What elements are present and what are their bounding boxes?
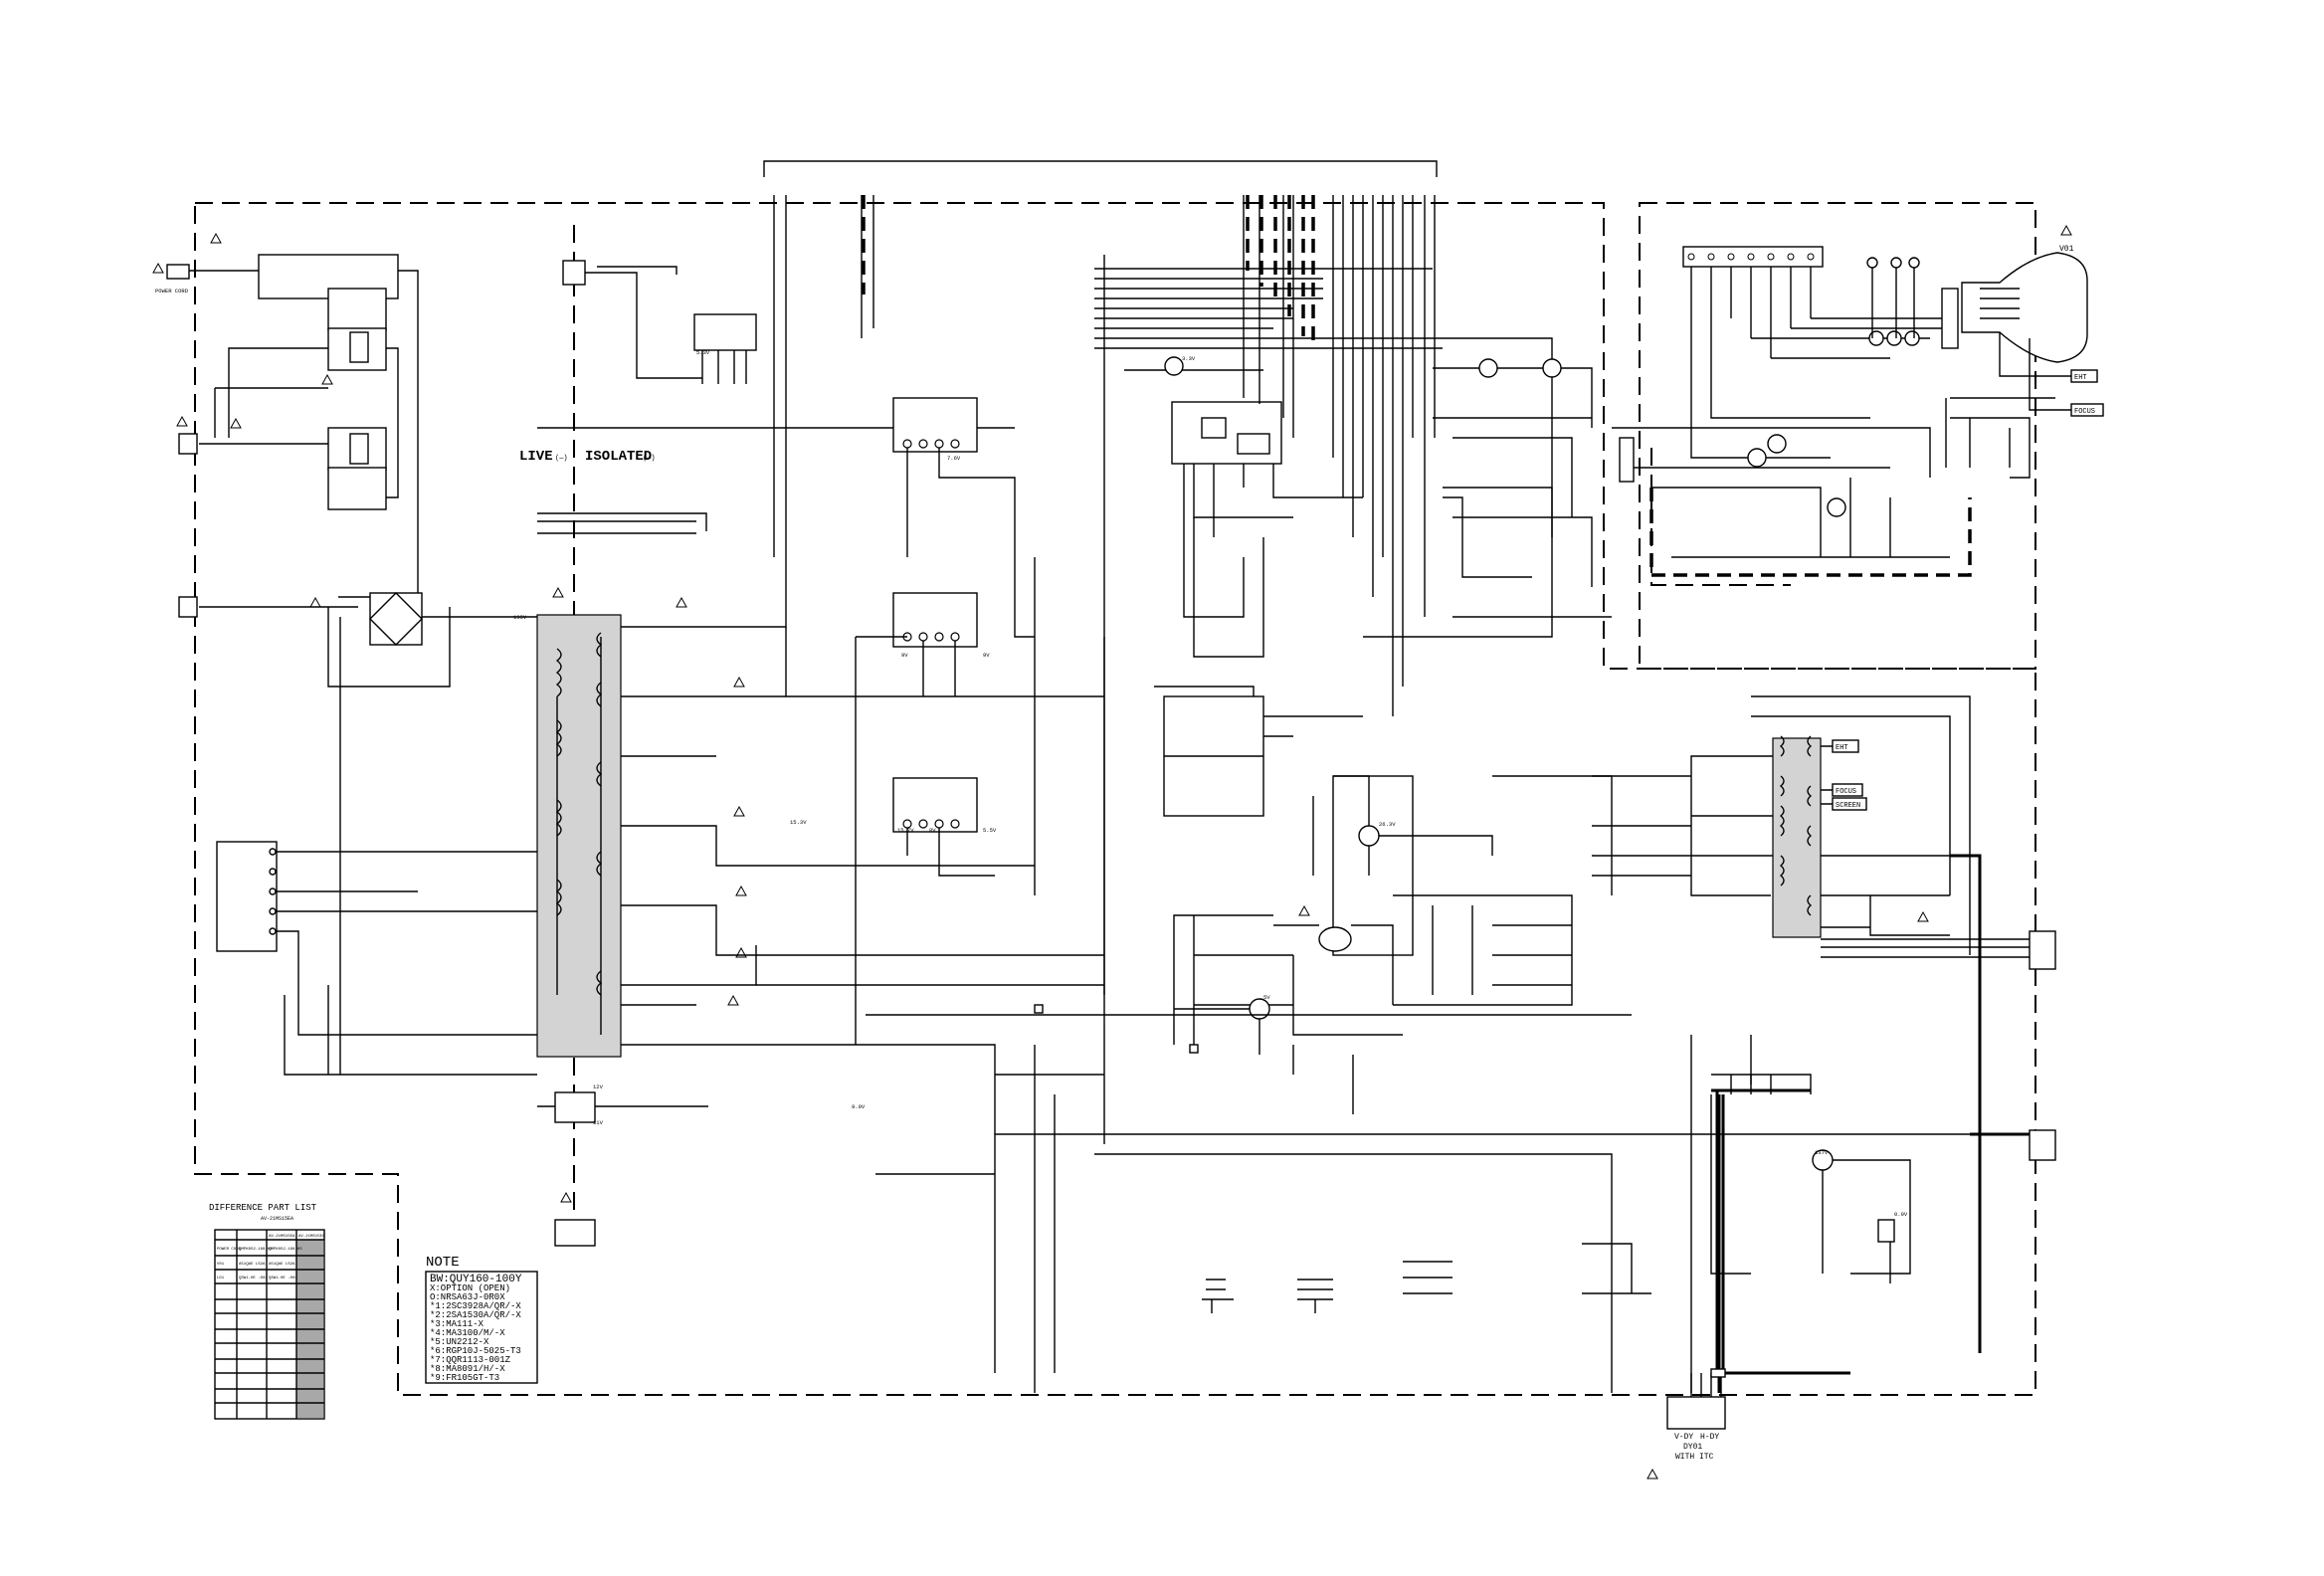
svg-text:*6:RGP10J-5025-T3: *6:RGP10J-5025-T3 [430, 1346, 521, 1356]
svg-text:9V: 9V [983, 652, 990, 659]
bridge-rectifier [369, 592, 423, 646]
hdy-label: H-DY [1700, 1433, 1719, 1442]
svg-text:EHT: EHT [1836, 744, 1848, 752]
regulator-9v [1877, 1219, 1895, 1243]
svg-text:QSW1.HE -001: QSW1.HE -001 [239, 1277, 268, 1280]
svg-text:QMPK052-188-KS: QMPK052-188-KS [269, 1248, 302, 1252]
isolated-sub-label: (—) [643, 455, 656, 463]
svg-text:*3:MA111-X: *3:MA111-X [430, 1319, 484, 1329]
svg-text:AV-21MS15EA: AV-21MS15EA [261, 1216, 293, 1222]
svg-text:5.3V: 5.3V [696, 349, 710, 356]
svg-text:*9:FR105GT-T3: *9:FR105GT-T3 [430, 1373, 499, 1383]
svg-text:EHT: EHT [2074, 374, 2087, 382]
switching-transformer [536, 239, 856, 1058]
svg-text:9V: 9V [901, 652, 908, 659]
top-signal-lines [773, 195, 1436, 716]
crt-tube [1961, 252, 2088, 363]
svg-text:135V: 135V [513, 614, 527, 621]
svg-text:8V: 8V [929, 827, 936, 834]
svg-text:*1:2SC3928A/QR/-X: *1:2SC3928A/QR/-X [430, 1301, 521, 1311]
safety-markers [152, 224, 2072, 1479]
live-label: LIVE [519, 449, 553, 465]
live-sub-label: (—) [555, 455, 568, 463]
svg-text:SCREEN: SCREEN [1836, 802, 1860, 810]
svg-text:*2:2SA1530A/QR/-X: *2:2SA1530A/QR/-X [430, 1310, 521, 1320]
bottom-right-section: V-DY H-DY DY01 WITH ITC [1666, 1035, 1911, 1462]
svg-text:5V: 5V [1263, 994, 1270, 1001]
power-input-section: LIVE (—) ISOLATED (—) POWER CORD [155, 254, 656, 1076]
svg-text:0.9V: 0.9V [1894, 1211, 1908, 1218]
svg-text:*4:MA3100/M/-X: *4:MA3100/M/-X [430, 1328, 505, 1338]
svg-text:O:NRSA63J-0R0X: O:NRSA63J-0R0X [430, 1292, 505, 1302]
opto-coupler [554, 1091, 596, 1123]
note-box: NOTE BW:QUY160-100Y X:OPTION (OPEN) O:NR… [425, 1255, 538, 1384]
svg-text:AV-21MS15EA: AV-21MS15EA [298, 1235, 325, 1239]
ld01-connector [178, 433, 198, 455]
h-drive-transistor [1358, 825, 1380, 847]
vertical-deflection [1363, 337, 1612, 638]
speaker-connector [2029, 930, 2056, 970]
svg-text:15.3V: 15.3V [790, 819, 807, 826]
crt-socket [1941, 288, 1959, 349]
flyback-transformer: EHT FOCUS SCREEN [1592, 695, 2056, 1353]
power-cord-label: POWER CORD [155, 288, 189, 295]
jungle-ic-section [1094, 255, 1443, 1144]
svg-text:A51QAE LS2A: A51QAE LS2A [239, 1263, 266, 1267]
transistor-q1 [1164, 356, 1184, 376]
primary-control-ics [537, 260, 1015, 1247]
svg-text:V01: V01 [217, 1263, 225, 1267]
svg-text:QSW1.HE -001: QSW1.HE -001 [269, 1277, 297, 1280]
svg-text:*5:UN2212-X: *5:UN2212-X [430, 1337, 489, 1347]
svg-text:11V: 11V [593, 1119, 604, 1126]
voltage-labels: 5.3V 7.6V 3.3V 9V 9V 15.7V 8V 5.5V 15.3V… [513, 349, 1908, 1218]
svg-text:POWER CORD: POWER CORD [217, 1248, 242, 1252]
vdy-label: V-DY [1674, 1433, 1693, 1442]
deflection-yoke-connector [1666, 1396, 1726, 1430]
crt-board: V01 EHT FOCUS [1612, 245, 2104, 577]
difference-part-list: DIFFERENCE PART LIST AV-21MS15EA AV-21MS… [209, 1203, 325, 1420]
svg-text:FOCUS: FOCUS [2074, 408, 2095, 416]
svg-text:X:OPTION (OPEN): X:OPTION (OPEN) [430, 1283, 510, 1293]
svg-text:137V: 137V [1815, 1149, 1829, 1156]
h-connector [2029, 1129, 2056, 1161]
svg-text:15.7V: 15.7V [897, 827, 914, 834]
svg-text:26.3V: 26.3V [1379, 821, 1396, 828]
svg-text:9.9V: 9.9V [852, 1103, 866, 1110]
board-boundaries [194, 160, 2036, 1396]
regulator-ics [756, 397, 1105, 1045]
svg-text:7.6V: 7.6V [947, 455, 961, 462]
degauss-connector [216, 841, 278, 952]
svg-text:AV-21MS15EA: AV-21MS15EA [269, 1235, 295, 1239]
svg-text:LD1: LD1 [217, 1277, 225, 1280]
svg-text:12V: 12V [593, 1084, 604, 1090]
v01-label: V01 [2059, 245, 2074, 254]
svg-text:5.5V: 5.5V [983, 827, 997, 834]
bottom-center-section [856, 1004, 2010, 1393]
svg-text:*8:MA8091/H/-X: *8:MA8091/H/-X [430, 1364, 505, 1374]
svg-text:FOCUS: FOCUS [1836, 788, 1856, 796]
note-title: NOTE [426, 1255, 460, 1271]
crt-input-connector [1619, 437, 1635, 483]
svg-text:*7:QQR1113-001Z: *7:QQR1113-001Z [430, 1355, 511, 1365]
horizontal-output [1173, 775, 1613, 1114]
svg-text:A51QAE LS2A: A51QAE LS2A [269, 1263, 295, 1267]
power-cord-plug [166, 264, 190, 280]
svg-text:QMPK052-188-KS: QMPK052-188-KS [239, 1248, 273, 1252]
with-itc-label: WITH ITC [1675, 1453, 1714, 1462]
diff-table-title: DIFFERENCE PART LIST [209, 1203, 317, 1213]
isolated-label: ISOLATED [585, 449, 652, 465]
jungle-ic [1171, 401, 1282, 465]
svg-text:3.3V: 3.3V [1182, 355, 1196, 362]
lb01-connector [178, 596, 198, 618]
svg-text:BW:QUY160-100Y: BW:QUY160-100Y [430, 1274, 522, 1285]
ic-opto [693, 313, 757, 351]
dy01-label: DY01 [1683, 1443, 1702, 1452]
h-drive-transformer [1318, 926, 1352, 952]
